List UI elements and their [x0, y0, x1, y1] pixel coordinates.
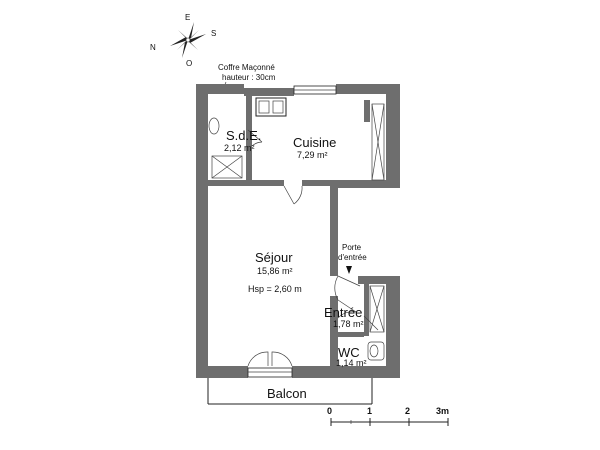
scale-label-2: 2 — [405, 406, 410, 416]
compass-west-label: O — [186, 59, 192, 68]
coffre-label-line1: Coffre Maçonné — [218, 63, 275, 72]
scale-bar: 0 1 2 3m — [327, 406, 449, 426]
entree-name: Entrée — [324, 305, 362, 320]
sejour-area: 15,86 m² — [257, 266, 293, 276]
cuisine-name: Cuisine — [293, 135, 336, 150]
doors — [247, 129, 379, 367]
entry-door-label-line2: d'entrée — [338, 253, 367, 262]
cuisine-area: 7,29 m² — [297, 150, 328, 160]
compass-north-label: N — [150, 43, 156, 52]
coffre-label-line2: hauteur : 30cm — [222, 73, 276, 82]
wc-name: WC — [338, 345, 360, 360]
balcony — [207, 378, 373, 405]
wc-area: 1,14 m² — [336, 358, 367, 368]
compass-rose: N E S O — [150, 13, 216, 68]
compass-south-label: S — [211, 29, 216, 38]
walls — [196, 84, 400, 378]
balcon-name: Balcon — [267, 386, 307, 401]
fixtures — [208, 97, 385, 361]
windows — [247, 85, 337, 378]
scale-label-1: 1 — [367, 406, 372, 416]
sde-area: 2,12 m² — [224, 143, 255, 153]
sejour-height: Hsp = 2,60 m — [248, 284, 302, 294]
sde-name: S.d.E. — [226, 128, 261, 143]
compass-east-label: E — [185, 13, 190, 22]
entry-arrow-icon — [346, 266, 352, 274]
scale-label-0: 0 — [327, 406, 332, 416]
scale-label-3m: 3m — [436, 406, 449, 416]
entry-door-label-line1: Porte — [342, 243, 362, 252]
entree-area: 1,78 m² — [333, 319, 364, 329]
sejour-name: Séjour — [255, 250, 293, 265]
